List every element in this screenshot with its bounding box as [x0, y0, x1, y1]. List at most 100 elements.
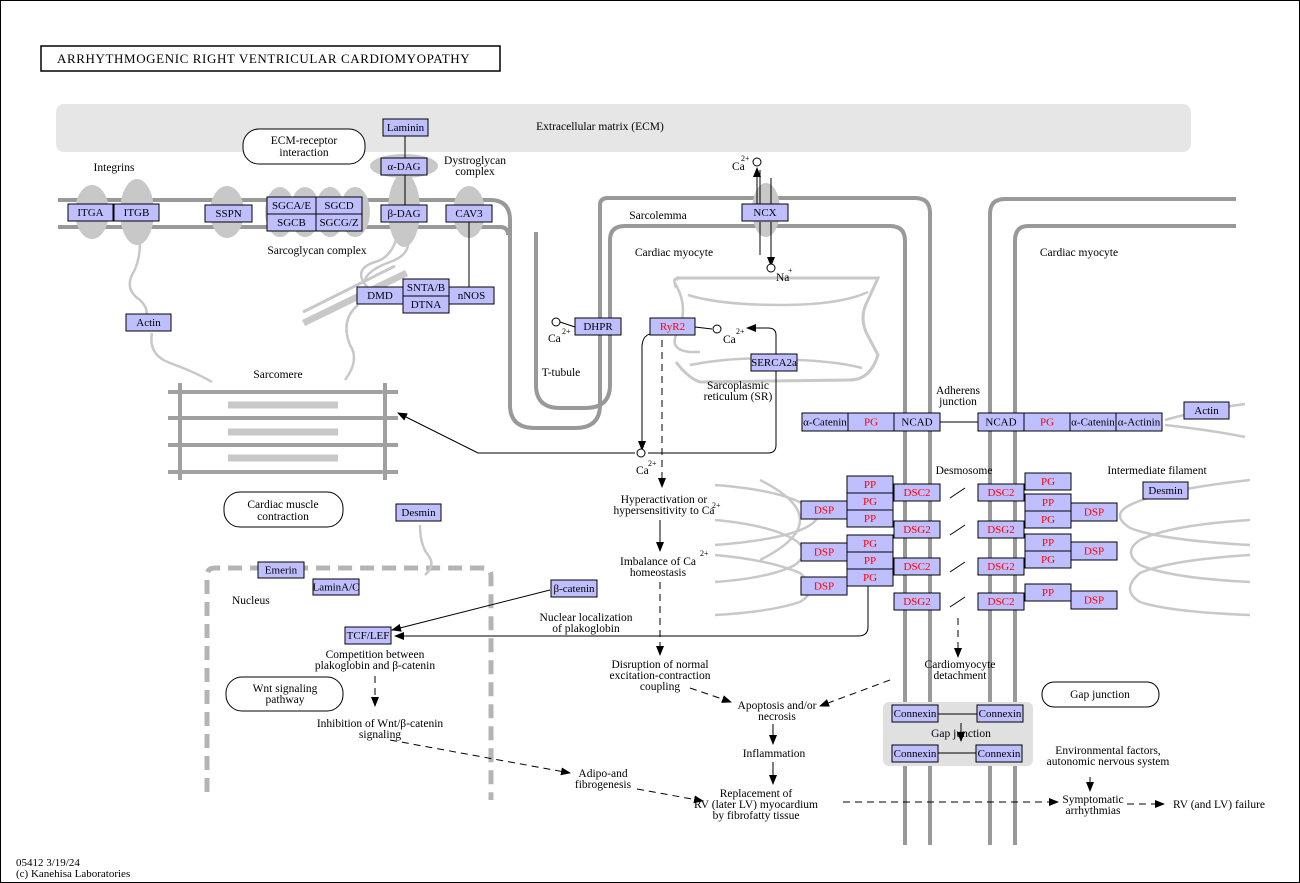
- gene-tcflef[interactable]: TCF/LEF: [344, 626, 392, 645]
- gene-pp[interactable]: PP: [1024, 493, 1072, 512]
- gene-connexin[interactable]: Connexin: [891, 744, 939, 763]
- gene-aactinin[interactable]: α-Actinin: [1115, 412, 1163, 432]
- gene-sgcb[interactable]: SGCB: [266, 213, 317, 232]
- gene-ncad[interactable]: NCAD: [893, 412, 941, 432]
- gene-sgcgz[interactable]: SGCG/Z: [315, 213, 363, 232]
- gene-box: [893, 520, 941, 539]
- gene-box: [380, 204, 428, 223]
- svg-text:arrhythmias: arrhythmias: [1066, 805, 1121, 817]
- gene-box: [893, 412, 941, 432]
- gene-dsp[interactable]: DSP: [800, 576, 848, 596]
- gene-ryr2[interactable]: RyR2: [649, 317, 696, 336]
- gene-dsc2[interactable]: DSC2: [893, 557, 941, 576]
- gene-label: SGCA/E: [272, 200, 311, 212]
- gene-acatenin[interactable]: α-Catenin: [1069, 412, 1117, 432]
- map-wnt-signaling[interactable]: Wnt signaling pathway: [225, 676, 344, 712]
- gene-itgb[interactable]: ITGB: [113, 203, 160, 222]
- gene-dsp[interactable]: DSP: [800, 542, 848, 562]
- gene-laminin[interactable]: Laminin: [382, 118, 429, 137]
- gene-nnos[interactable]: nNOS: [448, 286, 495, 305]
- gene-box: [750, 353, 798, 372]
- gene-dsc2[interactable]: DSC2: [977, 483, 1025, 502]
- gene-label: α-DAG: [387, 161, 420, 173]
- gene-sgcae[interactable]: SGCA/E: [266, 196, 317, 215]
- gene-actin[interactable]: Actin: [125, 313, 172, 332]
- gene-dsp[interactable]: DSP: [1070, 502, 1118, 522]
- gene-label: PG: [1041, 554, 1055, 566]
- map-gap-junction[interactable]: Gap junction: [1041, 681, 1160, 708]
- gene-pp[interactable]: PP: [846, 551, 894, 570]
- gene-cav3[interactable]: CAV3: [445, 204, 493, 223]
- diagram-labels: Integrins Dystroglycan complex Sarcoglyc…: [94, 155, 1265, 822]
- gene-pg[interactable]: PG: [1024, 472, 1072, 491]
- gene-dsc2[interactable]: DSC2: [893, 483, 941, 502]
- gene-ncad[interactable]: NCAD: [977, 412, 1025, 432]
- detachment-label: Cardiomyocyte: [925, 659, 996, 671]
- gene-dsg2[interactable]: DSG2: [977, 520, 1025, 539]
- gene-acatenin[interactable]: α-Catenin: [801, 412, 849, 432]
- svg-text:by fibrofatty tissue: by fibrofatty tissue: [713, 810, 800, 822]
- gene-emerin[interactable]: Emerin: [257, 561, 305, 579]
- gene-ncx[interactable]: NCX: [741, 203, 789, 222]
- ca-label: Ca: [548, 333, 561, 345]
- gene-dsp[interactable]: DSP: [1070, 541, 1118, 561]
- gene-dmd[interactable]: DMD: [356, 286, 404, 305]
- gene-label: Connexin: [979, 708, 1022, 720]
- gene-dsg2[interactable]: DSG2: [977, 557, 1025, 576]
- gene-label: DSG2: [987, 561, 1015, 573]
- gene-pg[interactable]: PG: [846, 492, 894, 511]
- map-cardiac-muscle-contraction[interactable]: Cardiac muscle contraction: [223, 491, 344, 528]
- gene-pg[interactable]: PG: [846, 568, 894, 587]
- nucleus-label: Nucleus: [232, 595, 270, 607]
- gene-label: β-DAG: [387, 208, 420, 220]
- gene-box: [448, 286, 495, 305]
- gene-sgcd[interactable]: SGCD: [315, 196, 363, 215]
- gene-bdag[interactable]: β-DAG: [380, 204, 428, 223]
- gene-pg[interactable]: PG: [1024, 550, 1072, 569]
- gene-dsp[interactable]: DSP: [1070, 590, 1118, 610]
- gene-dsg2[interactable]: DSG2: [893, 592, 941, 611]
- gene-adag[interactable]: α-DAG: [380, 157, 428, 176]
- gene-serca2a[interactable]: SERCA2a: [750, 353, 798, 372]
- gene-connexin[interactable]: Connexin: [975, 744, 1023, 763]
- desmosome-bonds: [949, 487, 966, 608]
- gene-sspn[interactable]: SSPN: [204, 204, 253, 223]
- gene-desmin[interactable]: Desmin: [395, 503, 442, 522]
- gene-dhpr[interactable]: DHPR: [574, 317, 622, 336]
- gene-label: NCAD: [985, 417, 1016, 429]
- svg-text:Gap junction: Gap junction: [1070, 689, 1130, 701]
- gene-pg[interactable]: PG: [847, 412, 895, 432]
- gene-actin[interactable]: Actin: [1183, 401, 1230, 420]
- gene-dtna[interactable]: DTNA: [402, 295, 450, 314]
- gene-label: β-catenin: [553, 583, 595, 595]
- gene-bcatenin[interactable]: β-catenin: [550, 579, 598, 598]
- gene-pg[interactable]: PG: [1023, 412, 1071, 432]
- gene-connexin[interactable]: Connexin: [891, 704, 939, 723]
- gene-pp[interactable]: PP: [846, 475, 894, 494]
- replacement-label: Replacement of: [720, 788, 793, 800]
- gene-pp[interactable]: PP: [846, 509, 894, 528]
- gene-pg[interactable]: PG: [846, 534, 894, 553]
- gene-laminac[interactable]: LaminA/C: [312, 578, 360, 596]
- gene-dsc2[interactable]: DSC2: [977, 592, 1025, 611]
- ecm-label: Extracellular matrix (ECM): [536, 121, 664, 133]
- gene-desmin[interactable]: Desmin: [1142, 481, 1189, 500]
- gene-label: DSP: [1084, 507, 1104, 519]
- gene-label: PG: [864, 417, 878, 429]
- gene-itga[interactable]: ITGA: [67, 203, 114, 222]
- gene-dsp[interactable]: DSP: [800, 500, 848, 520]
- gene-label: SGCD: [324, 200, 353, 212]
- map-ecm-receptor[interactable]: ECM-receptor interaction: [242, 128, 366, 165]
- gene-pg[interactable]: PG: [1024, 510, 1072, 529]
- gene-pp[interactable]: PP: [1024, 583, 1072, 602]
- gene-connexin[interactable]: Connexin: [976, 704, 1024, 723]
- gene-snta[interactable]: SNTA/B: [402, 278, 450, 297]
- imbalance-label: Imbalance of Ca: [620, 556, 696, 568]
- ca-label: Ca: [723, 334, 736, 346]
- gene-dsg2[interactable]: DSG2: [893, 520, 941, 539]
- gene-pp[interactable]: PP: [1024, 533, 1072, 552]
- gene-box: [741, 203, 789, 222]
- ion-labels: Ca2+ Na+ Ca2+ Ca2+ Ca2+: [548, 154, 793, 477]
